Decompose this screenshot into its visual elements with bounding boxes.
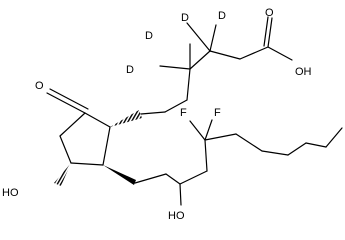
acid-hydroxyl-label: OH <box>295 66 312 78</box>
deuterium-label-1: D <box>181 12 189 24</box>
hashed-wedge-upper <box>110 110 142 127</box>
deuterium-label-2: D <box>218 10 226 22</box>
upper-chain <box>140 16 293 115</box>
cyclopentane-ring <box>59 112 111 166</box>
acid-oxygen-label: O <box>265 7 274 19</box>
hashed-wedge-oh <box>54 163 71 186</box>
ketone-group <box>46 88 89 114</box>
deuterium-bonds <box>159 22 217 70</box>
fluorine-label-1: F <box>180 107 187 119</box>
fluorine-label-2: F <box>214 107 221 119</box>
lower-chain <box>134 127 343 185</box>
deuterium-label-4: D <box>126 64 134 76</box>
substituent-bonds <box>179 119 213 206</box>
ring-hydroxyl-label: HO <box>2 187 19 199</box>
bold-wedge-lower <box>103 165 136 185</box>
deuterium-label-3: D <box>145 30 153 42</box>
side-hydroxyl-label: HO <box>168 210 185 222</box>
ketone-oxygen-label: O <box>35 80 44 92</box>
